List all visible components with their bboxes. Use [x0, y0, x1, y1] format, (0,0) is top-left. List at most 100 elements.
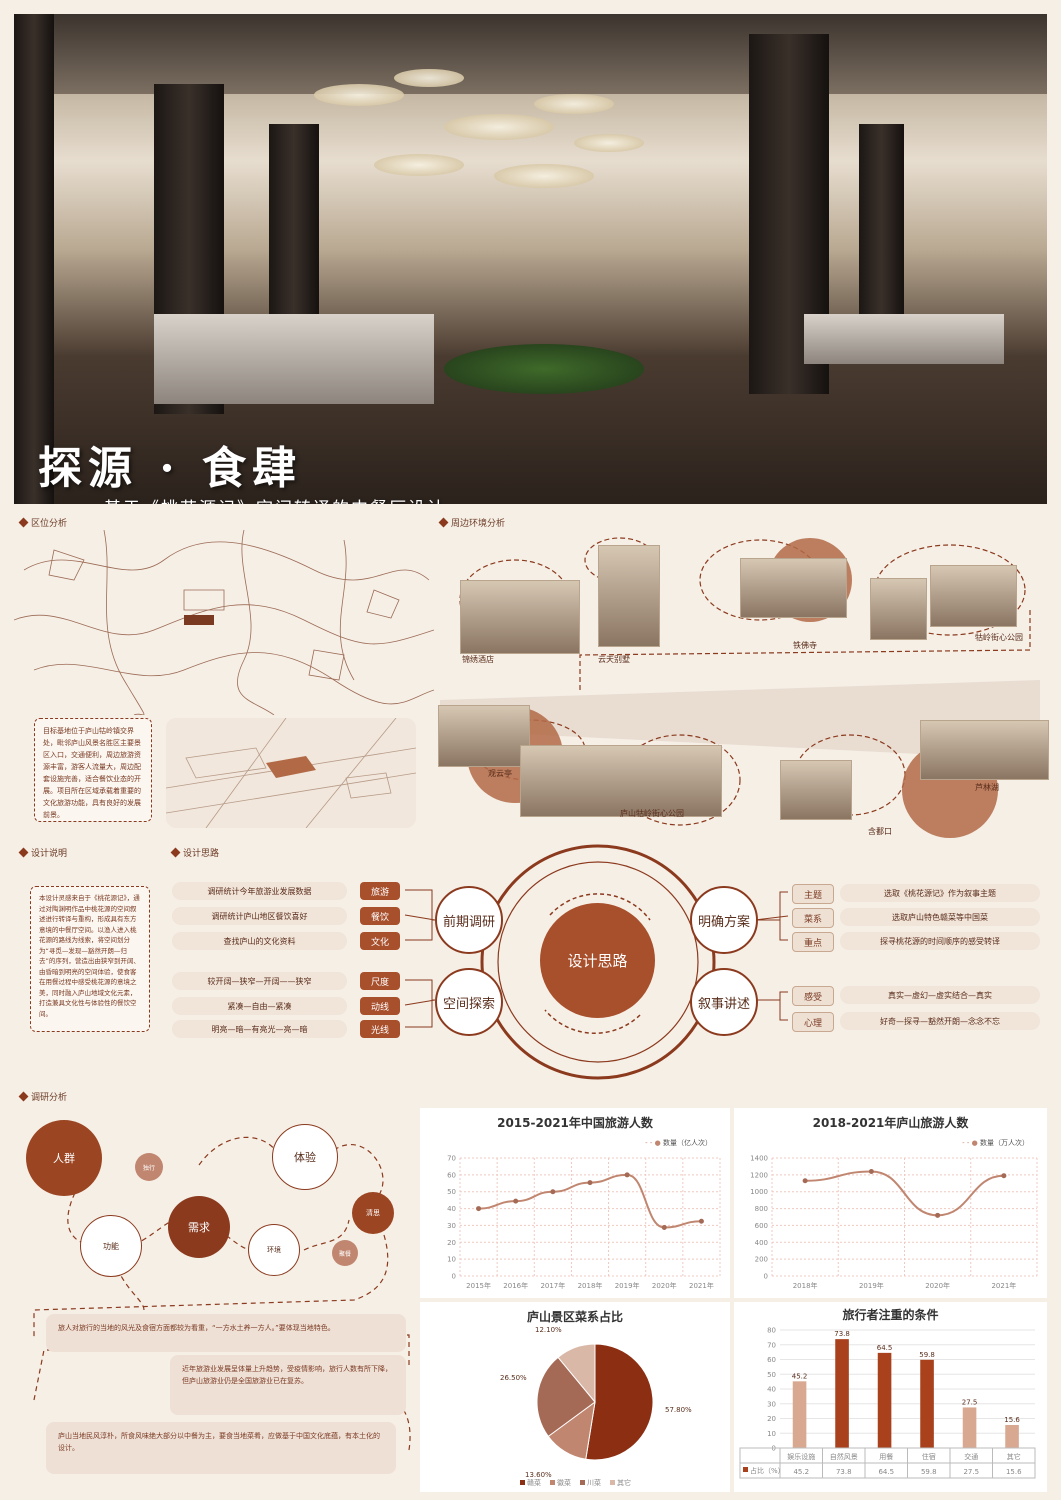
place-label: 锦绣酒店: [462, 655, 494, 664]
y-tick-label: 30: [447, 1222, 456, 1230]
x-tick-label: 交通: [964, 1452, 978, 1461]
idea-tag: 光线: [360, 1020, 400, 1038]
data-point: [476, 1206, 482, 1212]
bar-counter: [804, 314, 1004, 364]
y-tick-label: 0: [764, 1273, 768, 1281]
y-tick-label: 1400: [750, 1155, 768, 1163]
photo-pavilion: [438, 705, 530, 767]
table-value: 27.5: [963, 1468, 979, 1476]
place-label: 牯岭街心公园: [975, 633, 1023, 642]
bubble-demand: 需求: [168, 1196, 230, 1258]
idea-item: 查找庐山的文化资料: [172, 932, 347, 950]
legend-swatch: [580, 1480, 585, 1485]
bubble-experience: 体验: [272, 1124, 338, 1190]
place-label: 观云亭: [488, 769, 512, 778]
idea-item: 选取庐山特色赣菜等中国菜: [840, 908, 1040, 926]
idea-tag: 感受: [792, 986, 834, 1006]
data-label: 45.2: [792, 1372, 808, 1380]
legend-text: 数量（万人次）: [980, 1139, 1029, 1147]
idea-item: 紧凑—自由—紧凑: [172, 997, 347, 1015]
table-value: 59.8: [921, 1468, 937, 1476]
diamond-icon: [18, 847, 29, 858]
data-point: [624, 1172, 630, 1178]
place-label: 云天别墅: [598, 655, 630, 664]
idea-tag: 尺度: [360, 972, 400, 990]
node-research: 前期调研: [435, 886, 503, 954]
table-value: 64.5: [878, 1468, 894, 1476]
data-point: [513, 1198, 519, 1204]
pillar: [14, 14, 54, 504]
photo-park: [930, 565, 1017, 627]
bar: [877, 1352, 892, 1448]
legend-text: 数量（亿人次）: [663, 1139, 712, 1147]
y-tick-label: 10: [767, 1430, 776, 1438]
y-tick-label: 60: [447, 1171, 456, 1179]
data-point: [698, 1218, 704, 1224]
idea-item: 真实—虚幻—虚实结合—真实: [840, 986, 1040, 1004]
y-tick-label: 1000: [750, 1188, 768, 1196]
y-tick-label: 70: [767, 1341, 776, 1349]
photo-statue: [870, 578, 927, 640]
chart-cuisine-share: 庐山景区菜系占比 57.80%13.60%26.50%12.10%赣菜徽菜川菜其…: [420, 1302, 730, 1492]
node-narrative: 叙事讲述: [690, 968, 758, 1036]
y-tick-label: 0: [452, 1273, 456, 1281]
lotus-lamp: [494, 164, 594, 188]
idea-item: 好奇—探寻—豁然开朗—念念不忘: [840, 1012, 1040, 1030]
table-value: 15.6: [1006, 1468, 1022, 1476]
place-label: 铁佛寺: [793, 641, 817, 650]
legend-label: 徽菜: [557, 1478, 571, 1487]
lotus-lamp: [314, 84, 404, 106]
section-design-idea-title: 设计思路: [170, 846, 219, 859]
mindmap-rings: [404, 844, 789, 1080]
research-text: 庐山当地民风淳朴，所食风味绝大部分以中餐为主，要食当地菜肴，应做基于中国文化底蕴…: [46, 1422, 396, 1474]
bubble-crowd: 人群: [26, 1120, 102, 1196]
idea-tag: 文化: [360, 932, 400, 950]
table-value: 73.8: [836, 1468, 852, 1476]
node-plan: 明确方案: [690, 886, 758, 954]
data-label: 59.8: [919, 1351, 935, 1359]
section-environment-title: 周边环境分析: [438, 516, 505, 529]
data-label: 26.50%: [500, 1374, 527, 1382]
y-tick-label: 400: [755, 1239, 768, 1247]
section-research-title: 调研分析: [18, 1090, 67, 1103]
legend-swatch: [743, 1467, 748, 1472]
lotus-lamp: [574, 134, 644, 152]
pie-chart: 57.80%13.60%26.50%12.10%赣菜徽菜川菜其它: [500, 1326, 692, 1487]
idea-item: 调研统计今年旅游业发展数据: [172, 882, 347, 900]
lotus-lamp: [444, 114, 554, 140]
place-label: 庐山牯岭街心公园: [620, 809, 684, 818]
pie-slice: [585, 1343, 654, 1461]
x-tick-label: 2015年: [466, 1281, 491, 1290]
y-tick-label: 10: [447, 1256, 456, 1264]
x-tick-label: 2020年: [925, 1281, 950, 1290]
y-tick-label: 40: [447, 1205, 456, 1213]
x-tick-label: 自然风景: [830, 1452, 858, 1461]
photo-villa: [598, 545, 660, 647]
bar: [920, 1359, 934, 1448]
x-tick-label: 2018年: [793, 1281, 818, 1290]
series-line: [805, 1170, 1004, 1217]
idea-item: 较开阔—狭窄—开阔——狭窄: [172, 972, 347, 990]
x-tick-label: 用餐: [879, 1452, 893, 1461]
legend-marker: - - ●: [645, 1139, 661, 1147]
y-tick-label: 30: [767, 1400, 776, 1408]
section-location-title: 区位分析: [18, 516, 67, 529]
x-tick-label: 2021年: [991, 1281, 1016, 1290]
photo-lake-park: [520, 745, 722, 817]
place-label: 含鄱口: [868, 827, 892, 836]
data-point: [868, 1168, 874, 1174]
photo-gate: [780, 760, 852, 820]
y-tick-label: 1200: [750, 1171, 768, 1179]
y-tick-label: 70: [447, 1155, 456, 1163]
x-tick-label: 2016年: [503, 1281, 528, 1290]
x-tick-label: 2017年: [540, 1281, 565, 1290]
legend-label: 其它: [617, 1478, 631, 1487]
idea-tag: 主题: [792, 884, 834, 904]
design-note-text: 本设计灵感来自于《桃花源记》，通过对陶渊明作品中桃花源的空间叙述进行转译与重构，…: [30, 886, 150, 1032]
page-subtitle: ——基于《桃花源记》空间转译的中餐厅设计: [66, 494, 446, 504]
x-tick-label: 2019年: [859, 1281, 884, 1290]
legend-label: 川菜: [587, 1478, 601, 1487]
